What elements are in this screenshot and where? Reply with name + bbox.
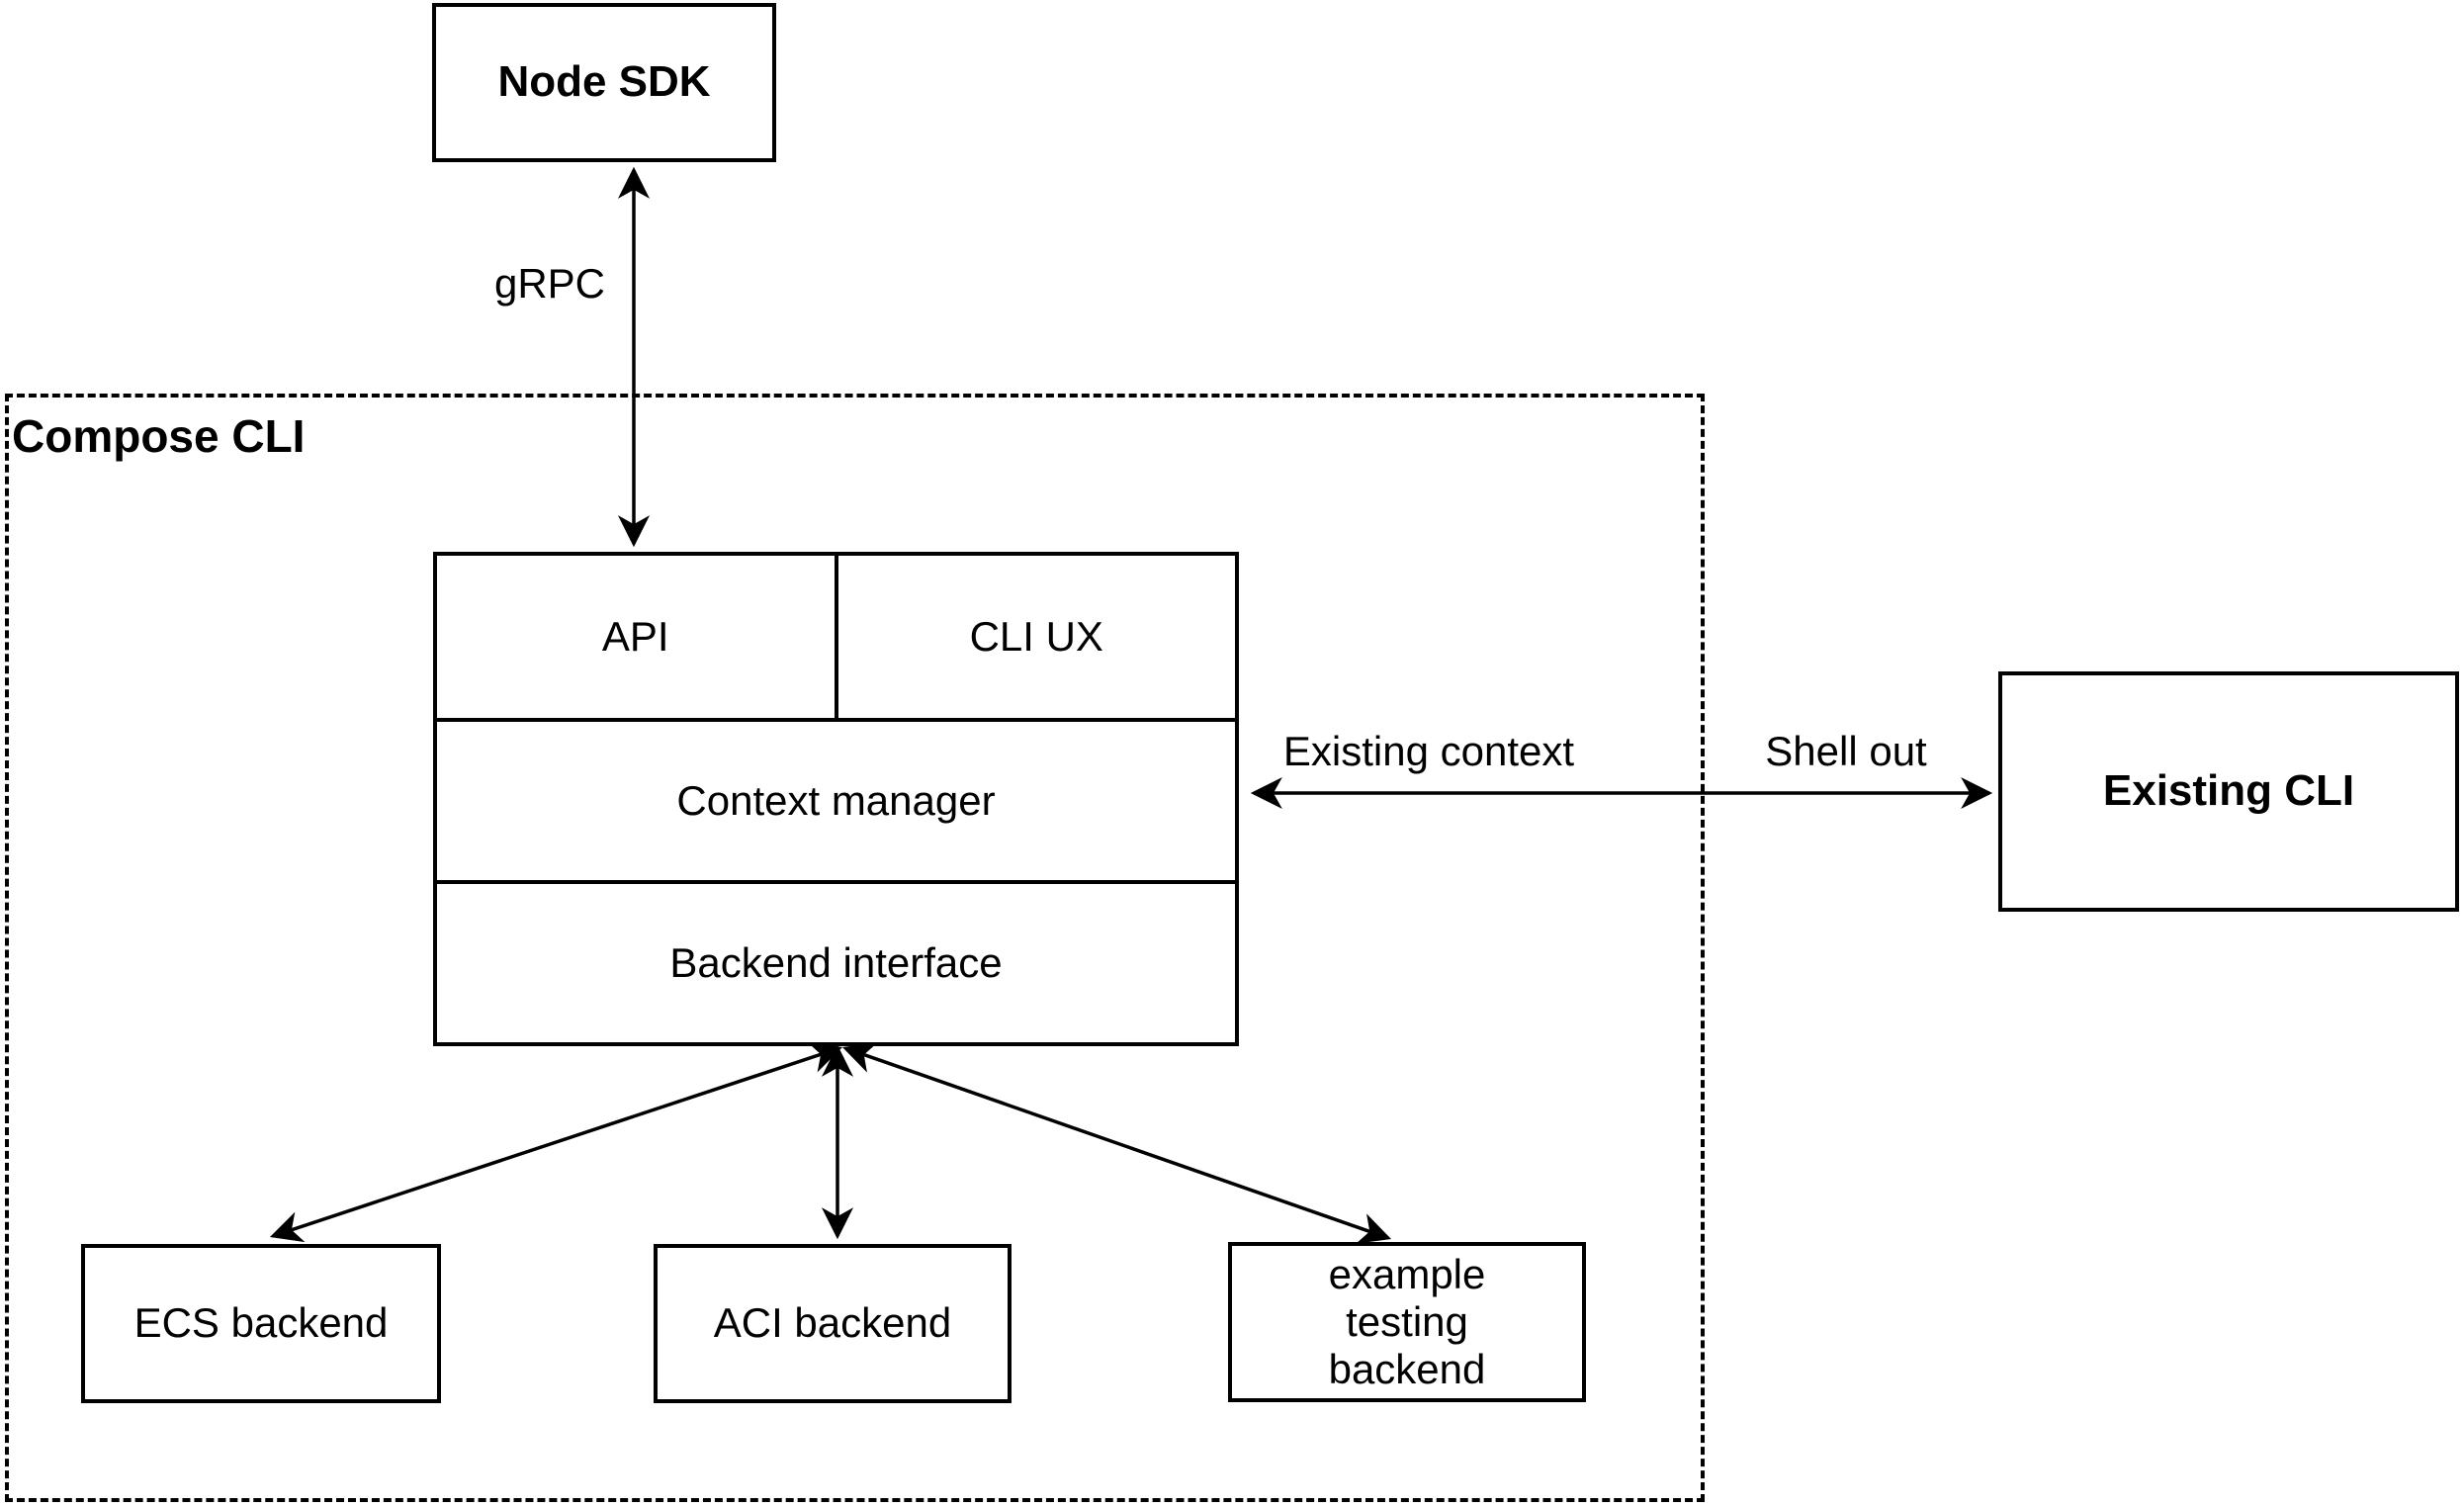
compose-cli-container-label: Compose CLI bbox=[12, 410, 306, 462]
backend-interface-box: Backend interface bbox=[437, 880, 1235, 1042]
cli-ux-box: CLI UX bbox=[834, 556, 1236, 718]
api-box: API bbox=[437, 556, 835, 718]
example-testing-backend-box: example testing backend bbox=[1228, 1242, 1586, 1402]
existing-cli-label: Existing CLI bbox=[2102, 766, 2355, 816]
api-label: API bbox=[601, 613, 669, 660]
node-sdk-label: Node SDK bbox=[497, 57, 711, 107]
backend-interface-label: Backend interface bbox=[669, 939, 1003, 986]
stack-row-top: API CLI UX bbox=[437, 556, 1235, 718]
ecs-backend-box: ECS backend bbox=[81, 1244, 441, 1403]
existing-context-edge-label: Existing context bbox=[1276, 728, 1581, 775]
compose-core-stack: API CLI UX Context manager Backend inter… bbox=[433, 552, 1239, 1046]
ecs-backend-label: ECS backend bbox=[133, 1299, 389, 1347]
compose-cli-container bbox=[5, 394, 1705, 1502]
example-testing-backend-label: example testing backend bbox=[1328, 1250, 1486, 1393]
cli-ux-label: CLI UX bbox=[969, 613, 1103, 660]
aci-backend-box: ACI backend bbox=[654, 1244, 1012, 1403]
aci-backend-label: ACI backend bbox=[713, 1299, 952, 1347]
grpc-edge-label: gRPC bbox=[487, 260, 612, 308]
context-manager-box: Context manager bbox=[437, 718, 1235, 880]
node-sdk-box: Node SDK bbox=[432, 3, 776, 162]
existing-cli-box: Existing CLI bbox=[1998, 671, 2459, 912]
context-manager-label: Context manager bbox=[676, 777, 996, 824]
shell-out-edge-label: Shell out bbox=[1759, 728, 1933, 775]
